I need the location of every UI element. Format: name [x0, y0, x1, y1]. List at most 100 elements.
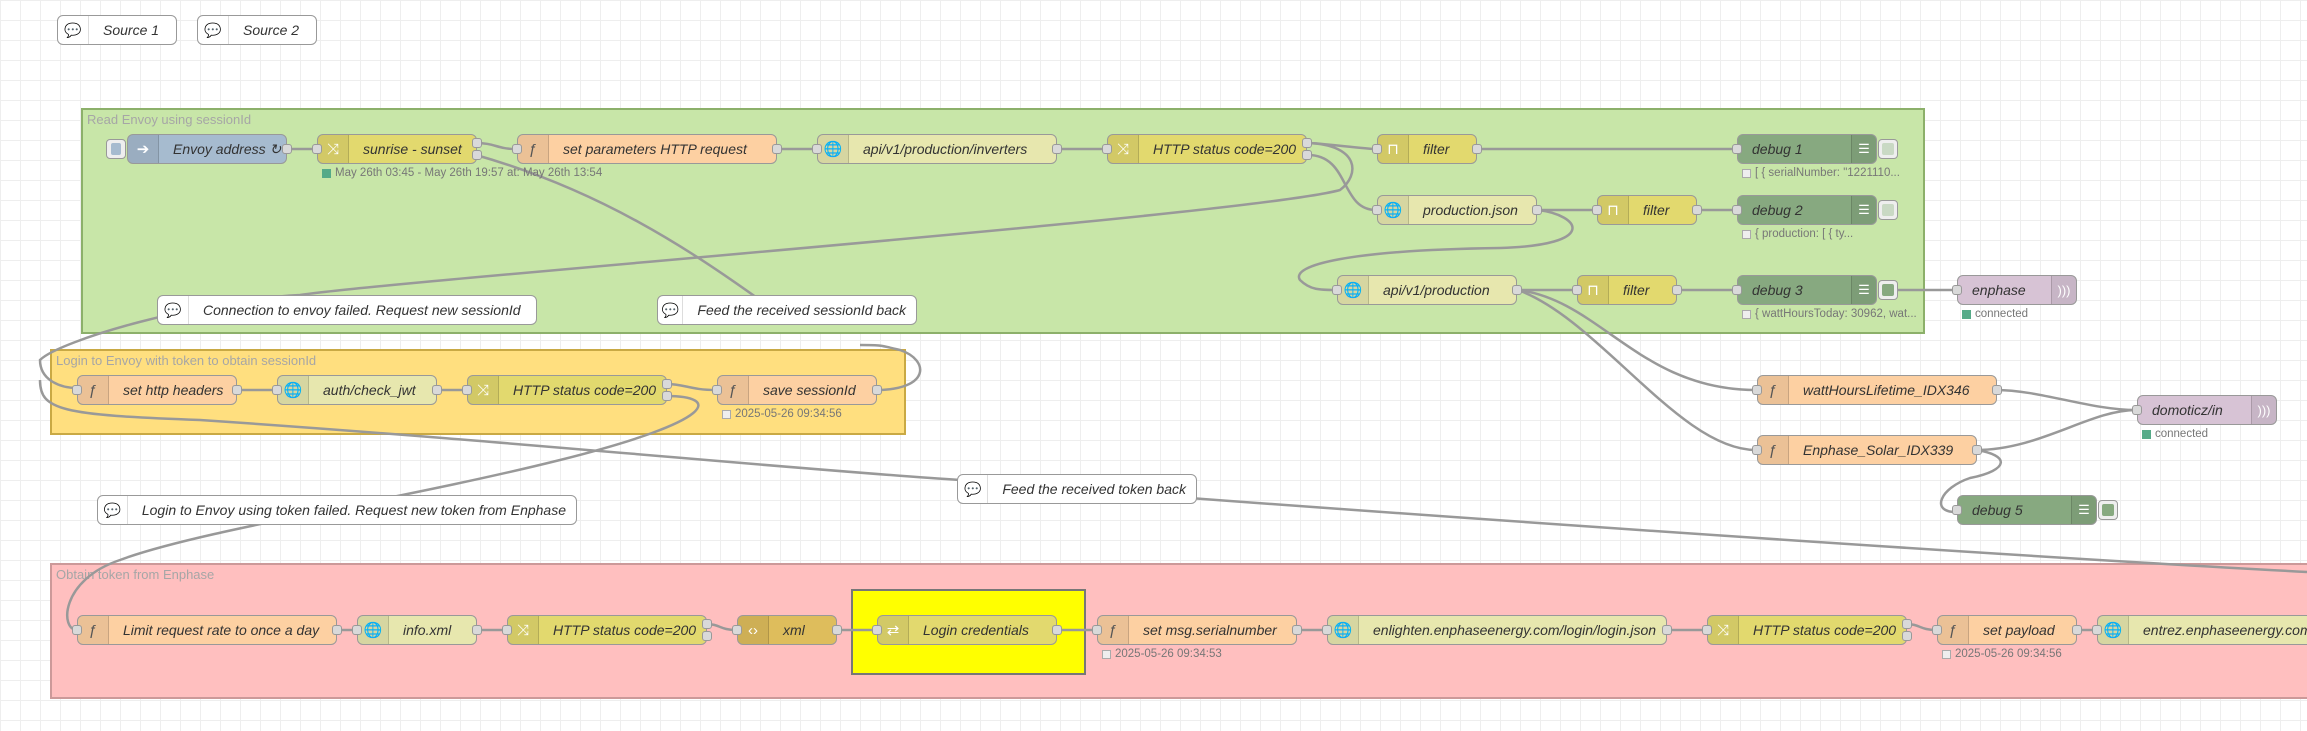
input-port[interactable]	[1372, 144, 1382, 154]
output-port[interactable]	[1972, 445, 1982, 455]
input-port[interactable]	[1372, 205, 1382, 215]
input-port[interactable]	[1732, 144, 1742, 154]
node-sunrise-sunset[interactable]: ⤨ sunrise - sunset May 26th 03:45 - May …	[312, 134, 602, 179]
comment-source-1[interactable]: 💬 Source 1	[57, 15, 177, 45]
output-port[interactable]	[772, 144, 782, 154]
output-port[interactable]	[2072, 625, 2082, 635]
inject-button[interactable]	[106, 139, 126, 159]
input-port[interactable]	[1592, 205, 1602, 215]
input-port[interactable]	[502, 625, 512, 635]
node-enphase-solar[interactable]: ƒ Enphase_Solar_IDX339	[1752, 435, 1982, 465]
output-port[interactable]	[1532, 205, 1542, 215]
debug-toggle-button[interactable]	[2098, 500, 2118, 520]
node-login-credentials[interactable]: ⇄ Login credentials	[872, 615, 1062, 645]
node-filter-3[interactable]: ⊓ filter	[1572, 275, 1682, 305]
output-port[interactable]	[702, 631, 712, 641]
node-api-inverters[interactable]: 🌐 api/v1/production/inverters	[812, 134, 1062, 164]
input-port[interactable]	[1702, 625, 1712, 635]
output-port[interactable]	[832, 625, 842, 635]
node-save-sessionid[interactable]: ƒ save sessionId 2025-05-26 09:34:56	[712, 375, 882, 420]
node-debug-1[interactable]: debug 1 ☰ [ { serialNumber: "1221110...	[1732, 134, 1900, 179]
node-watthours-lifetime[interactable]: ƒ wattHoursLifetime_IDX346	[1752, 375, 2002, 405]
output-port[interactable]	[282, 144, 292, 154]
node-http-status-1[interactable]: ⤨ HTTP status code=200	[1102, 134, 1312, 164]
node-http-status-3[interactable]: ⤨ HTTP status code=200	[502, 615, 712, 645]
node-http-status-4[interactable]: ⤨ HTTP status code=200	[1702, 615, 1912, 645]
input-port[interactable]	[1332, 285, 1342, 295]
output-port[interactable]	[1472, 144, 1482, 154]
debug-toggle-button[interactable]	[1878, 280, 1898, 300]
input-port[interactable]	[812, 144, 822, 154]
node-limit-rate[interactable]: ƒ Limit request rate to once a day	[72, 615, 342, 645]
input-port[interactable]	[512, 144, 522, 154]
node-set-serialnumber[interactable]: ƒ set msg.serialnumber 2025-05-26 09:34:…	[1092, 615, 1302, 660]
node-entrez[interactable]: 🌐 entrez.enphaseenergy.com/	[2092, 615, 2307, 645]
node-http-status-2[interactable]: ⤨ HTTP status code=200	[462, 375, 672, 405]
node-api-production[interactable]: 🌐 api/v1/production	[1332, 275, 1522, 305]
node-set-parameters[interactable]: ƒ set parameters HTTP request	[512, 134, 782, 164]
input-port[interactable]	[2132, 405, 2142, 415]
input-port[interactable]	[352, 625, 362, 635]
input-port[interactable]	[712, 385, 722, 395]
output-port[interactable]	[332, 625, 342, 635]
input-port[interactable]	[1932, 625, 1942, 635]
node-check-jwt[interactable]: 🌐 auth/check_jwt	[272, 375, 442, 405]
input-port[interactable]	[1322, 625, 1332, 635]
debug-toggle-button[interactable]	[1878, 139, 1898, 159]
comment-source-2[interactable]: 💬 Source 2	[197, 15, 317, 45]
input-port[interactable]	[1732, 285, 1742, 295]
output-port[interactable]	[1052, 144, 1062, 154]
output-port[interactable]	[662, 391, 672, 401]
output-port[interactable]	[1672, 285, 1682, 295]
output-port[interactable]	[472, 138, 482, 148]
output-port[interactable]	[472, 150, 482, 160]
output-port[interactable]	[1292, 625, 1302, 635]
output-port[interactable]	[662, 379, 672, 389]
node-set-payload[interactable]: ƒ set payload 2025-05-26 09:34:56	[1932, 615, 2082, 660]
node-debug-2[interactable]: debug 2 ☰ { production: [ { ty...	[1732, 195, 1898, 240]
node-set-http-headers[interactable]: ƒ set http headers	[72, 375, 242, 405]
output-port[interactable]	[1302, 150, 1312, 160]
output-port[interactable]	[432, 385, 442, 395]
input-port[interactable]	[1952, 505, 1962, 515]
output-port[interactable]	[232, 385, 242, 395]
output-port[interactable]	[1692, 205, 1702, 215]
comment-feed-token[interactable]: 💬 Feed the received token back	[957, 474, 1197, 504]
node-filter-1[interactable]: ⊓ filter	[1372, 134, 1482, 164]
node-production-json[interactable]: 🌐 production.json	[1372, 195, 1542, 225]
comment-login-failed[interactable]: 💬 Login to Envoy using token failed. Req…	[97, 495, 577, 525]
output-port[interactable]	[1902, 631, 1912, 641]
output-port[interactable]	[702, 619, 712, 629]
node-envoy-address[interactable]: ➔ Envoy address ↻	[106, 134, 292, 164]
input-port[interactable]	[2092, 625, 2102, 635]
input-port[interactable]	[462, 385, 472, 395]
output-port[interactable]	[1992, 385, 2002, 395]
input-port[interactable]	[1732, 205, 1742, 215]
input-port[interactable]	[732, 625, 742, 635]
node-domoticz-in[interactable]: domoticz/in ))) connected	[2132, 395, 2277, 440]
node-enphase-mqtt[interactable]: enphase ))) connected	[1952, 275, 2077, 320]
node-enlighten-login[interactable]: 🌐 enlighten.enphaseenergy.com/login/logi…	[1322, 615, 1672, 645]
input-port[interactable]	[272, 385, 282, 395]
input-port[interactable]	[72, 385, 82, 395]
debug-toggle-button[interactable]	[1878, 200, 1898, 220]
node-filter-2[interactable]: ⊓ filter	[1592, 195, 1702, 225]
input-port[interactable]	[1752, 445, 1762, 455]
input-port[interactable]	[1092, 625, 1102, 635]
output-port[interactable]	[1512, 285, 1522, 295]
node-debug-3[interactable]: debug 3 ☰ { wattHoursToday: 30962, wat..…	[1732, 275, 1917, 320]
input-port[interactable]	[1102, 144, 1112, 154]
input-port[interactable]	[1572, 285, 1582, 295]
output-port[interactable]	[1052, 625, 1062, 635]
input-port[interactable]	[872, 625, 882, 635]
output-port[interactable]	[1902, 619, 1912, 629]
input-port[interactable]	[72, 625, 82, 635]
comment-feed-session[interactable]: 💬 Feed the received sessionId back	[657, 295, 917, 325]
output-port[interactable]	[1302, 138, 1312, 148]
node-xml[interactable]: ‹› xml	[732, 615, 842, 645]
output-port[interactable]	[472, 625, 482, 635]
output-port[interactable]	[1662, 625, 1672, 635]
node-debug-5[interactable]: debug 5 ☰	[1952, 495, 2118, 525]
input-port[interactable]	[1752, 385, 1762, 395]
comment-envoy-failed[interactable]: 💬 Connection to envoy failed. Request ne…	[157, 295, 537, 325]
